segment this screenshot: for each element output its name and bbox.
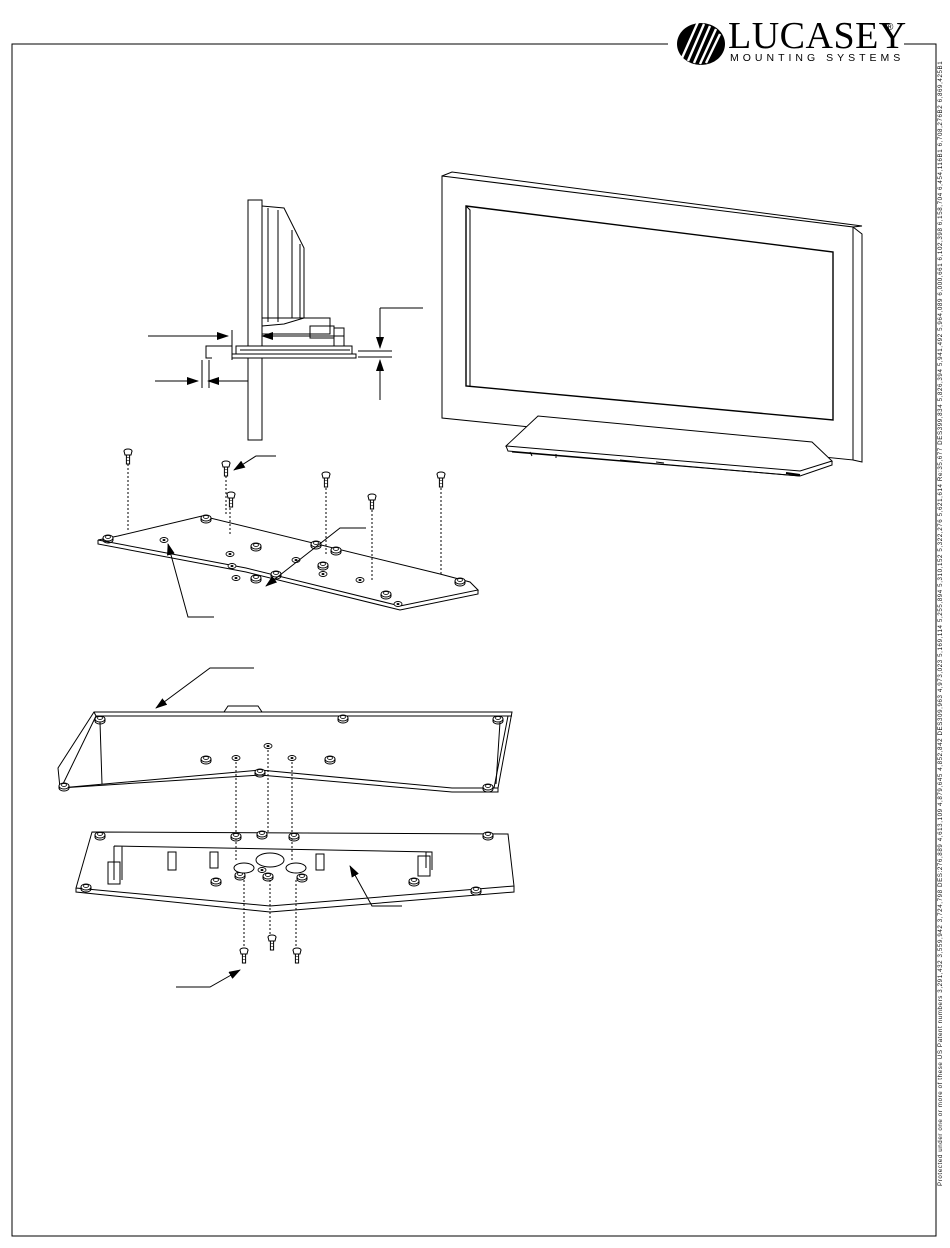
- brand-name: LUCASEY: [728, 15, 907, 57]
- base-screws: [239, 934, 302, 964]
- brand-tagline: MOUNTING SYSTEMS: [730, 52, 905, 64]
- base-callouts: [155, 667, 402, 988]
- tv-perspective-view: [441, 171, 863, 477]
- patent-notice: Protected under one or more of these US …: [937, 60, 944, 1186]
- exploded-base-view: [57, 705, 515, 952]
- plate-callouts: [167, 455, 366, 618]
- side-view-dimensions: [148, 307, 423, 400]
- side-view: [205, 199, 357, 441]
- registered-mark: ®: [886, 22, 894, 33]
- mounting-plate-view: [97, 452, 480, 611]
- base-hub: [233, 852, 307, 874]
- lucasey-logo-icon: [677, 21, 725, 65]
- page-frame: [11, 43, 937, 1237]
- screw-icon: [123, 448, 446, 510]
